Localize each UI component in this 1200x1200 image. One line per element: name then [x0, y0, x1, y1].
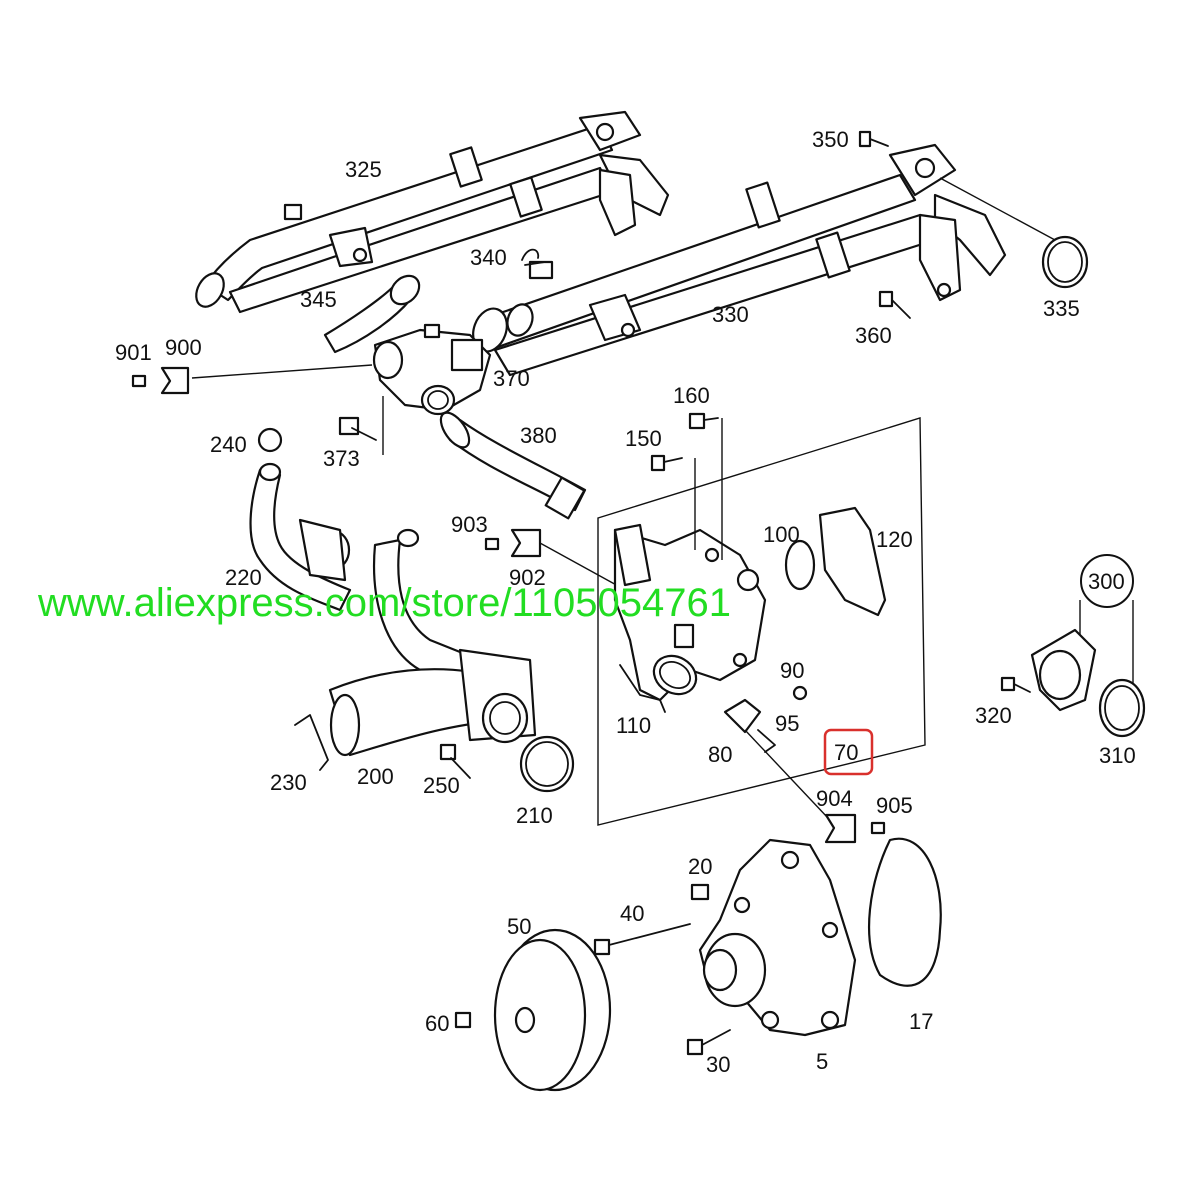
coolant-pipe-200 — [328, 528, 537, 757]
coolant-pipe-220 — [249, 462, 352, 612]
bolt-150 — [650, 454, 696, 550]
wire-clip-230 — [294, 714, 329, 771]
assembly-frame — [597, 417, 926, 826]
label-80: 80 — [708, 742, 732, 767]
label-150: 150 — [625, 426, 662, 451]
label-902: 902 — [509, 565, 546, 590]
label-200: 200 — [357, 764, 394, 789]
label-50: 50 — [507, 914, 531, 939]
connector-904 — [824, 813, 886, 844]
label-90: 90 — [780, 658, 804, 683]
coolant-flange-300 — [1000, 554, 1146, 738]
label-5: 5 — [816, 1049, 828, 1074]
o-ring-100 — [784, 539, 816, 591]
thermostat-main-housing — [613, 523, 767, 702]
o-ring-310 — [1098, 678, 1146, 738]
label-310: 310 — [1099, 743, 1136, 768]
label-95: 95 — [775, 711, 799, 736]
bolt-350 — [858, 130, 889, 148]
label-345: 345 — [300, 287, 337, 312]
label-325: 325 — [345, 157, 382, 182]
bolt-250 — [439, 743, 471, 779]
pulley-50 — [493, 928, 612, 1092]
label-903: 903 — [451, 512, 488, 537]
callout-labels: 325 350 340 345 330 335 360 901 900 370 … — [115, 127, 1136, 1077]
watermark-text: www.aliexpress.com/store/1105054761 — [37, 581, 731, 625]
highlight-box-70 — [823, 728, 874, 776]
thermostat-housing-370 — [372, 323, 492, 455]
label-901: 901 — [115, 340, 152, 365]
bolt-40 — [593, 923, 691, 956]
o-ring-210 — [519, 735, 575, 793]
gasket-120 — [818, 506, 887, 617]
label-330: 330 — [712, 302, 749, 327]
coolant-pipe-330 — [472, 143, 1007, 377]
nut-90 — [792, 685, 808, 701]
label-110: 110 — [616, 713, 651, 738]
label-60: 60 — [425, 1011, 449, 1036]
label-30: 30 — [706, 1052, 730, 1077]
o-ring-335 — [1041, 235, 1089, 289]
label-70: 70 — [834, 740, 858, 765]
label-220: 220 — [225, 565, 262, 590]
clip-95 — [757, 729, 776, 753]
label-230: 230 — [270, 770, 307, 795]
clip-340 — [521, 248, 546, 266]
label-905: 905 — [876, 793, 913, 818]
bolt-160 — [688, 412, 723, 560]
label-900: 900 — [165, 335, 202, 360]
label-380: 380 — [520, 423, 557, 448]
label-335: 335 — [1043, 296, 1080, 321]
label-360: 360 — [855, 323, 892, 348]
label-240: 240 — [210, 432, 247, 457]
label-300: 300 — [1088, 569, 1125, 594]
dowel-20 — [690, 883, 710, 901]
label-373: 373 — [323, 446, 360, 471]
connector-900 — [131, 364, 373, 395]
bolt-373 — [338, 416, 377, 441]
label-40: 40 — [620, 901, 644, 926]
gasket-17 — [867, 837, 942, 987]
label-20: 20 — [688, 854, 712, 879]
label-120: 120 — [876, 527, 913, 552]
water-pump-5 — [698, 838, 857, 1037]
label-250: 250 — [423, 773, 460, 798]
coolant-pipe-325 — [195, 110, 670, 314]
label-100: 100 — [763, 522, 800, 547]
clamp-240 — [257, 427, 283, 453]
label-350: 350 — [812, 127, 849, 152]
label-370: 370 — [493, 366, 530, 391]
spring-clip-110 — [619, 664, 666, 713]
label-160: 160 — [673, 383, 710, 408]
label-340: 340 — [470, 245, 507, 270]
hose-380 — [439, 411, 587, 520]
bolt-360 — [878, 290, 911, 319]
label-320: 320 — [975, 703, 1012, 728]
label-904: 904 — [816, 786, 853, 811]
label-17: 17 — [909, 1009, 933, 1034]
label-210: 210 — [516, 803, 553, 828]
sensor-80 — [723, 698, 829, 819]
bolt-30 — [686, 1029, 731, 1056]
bolt-60 — [454, 1011, 472, 1029]
